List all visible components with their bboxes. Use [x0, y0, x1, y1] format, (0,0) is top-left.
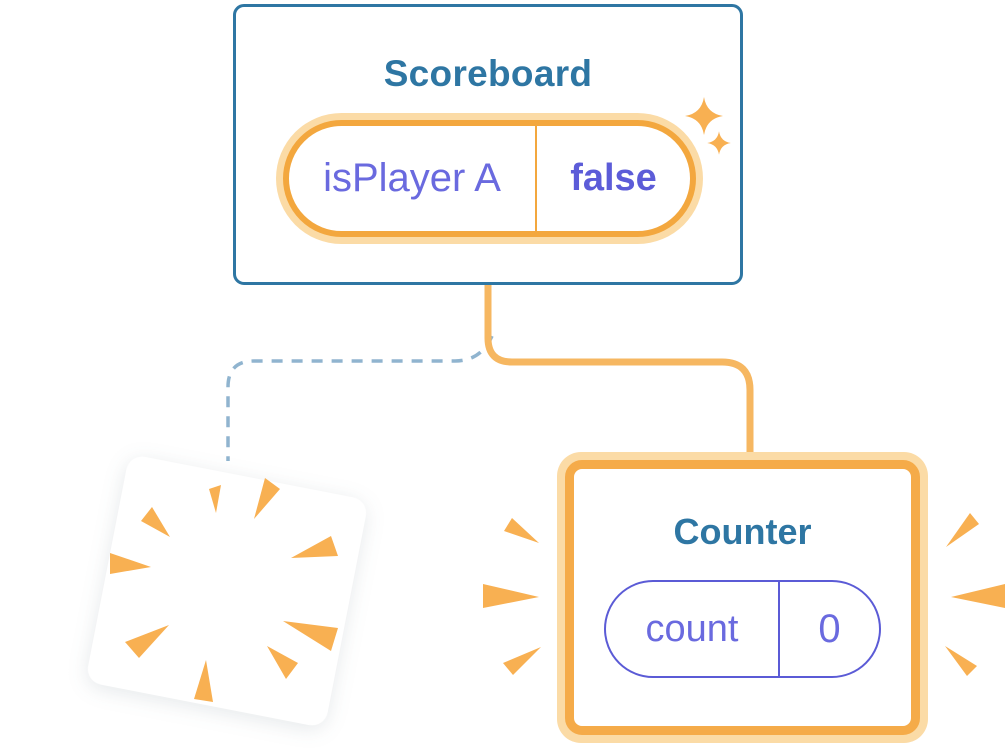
sparkle-large-icon [685, 97, 723, 135]
destroyed-card [87, 456, 367, 726]
state-pill-border: isPlayer A false [283, 120, 696, 237]
connector-active-line [484, 283, 754, 458]
sparkle-icons [685, 97, 731, 155]
connector-destroyed-dashed-line [226, 335, 494, 461]
counter-title: Counter [673, 511, 812, 552]
sparkle-small-icon [707, 131, 731, 155]
state-value-label: 0 [778, 582, 879, 676]
destroyed-card-body [87, 456, 367, 726]
scoreboard-title: Scoreboard [383, 53, 593, 94]
spark-rays-left-icon [483, 518, 541, 675]
counter-card-inner: Counter count 0 [565, 460, 920, 735]
explosion-burst-icon [110, 478, 338, 702]
scoreboard-component-card: Scoreboard isPlayer A false [233, 4, 743, 285]
state-value-label: false [535, 126, 690, 231]
spark-rays-right-icon [945, 513, 1005, 676]
scoreboard-state-pill: isPlayer A false [276, 113, 703, 244]
state-key-label: isPlayer A [323, 156, 501, 200]
counter-component-card: Counter count 0 [557, 452, 928, 743]
state-key-label: count [645, 607, 739, 650]
counter-state-pill: count 0 [604, 580, 881, 678]
